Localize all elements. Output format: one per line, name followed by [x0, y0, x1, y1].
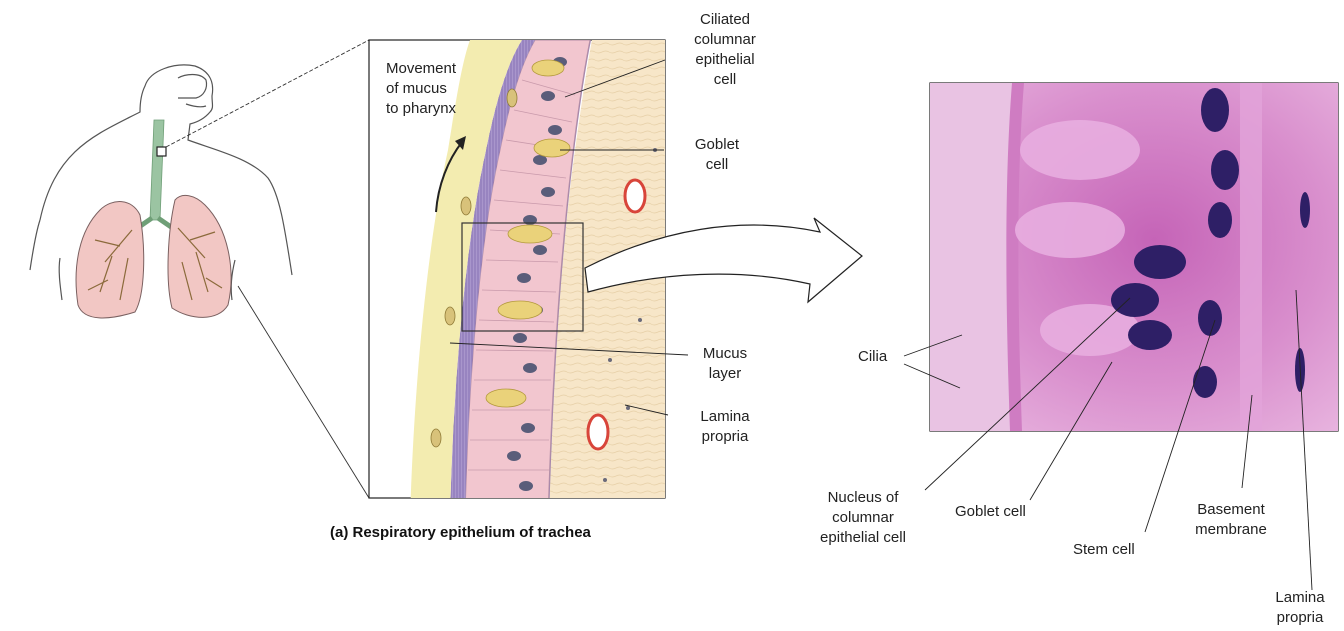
- nucleus-of-columnar-cell-label: Nucleus of columnar epithelial cell: [798, 488, 928, 548]
- stem-cell-label: Stem cell: [1073, 540, 1135, 560]
- mucus-layer-label: Mucus layer: [690, 344, 760, 384]
- blood-vessel-lower: [588, 415, 608, 449]
- cilia-label: Cilia: [858, 347, 887, 367]
- lamina-propria-label-a: Lamina propria: [670, 407, 780, 447]
- micro-basement-band: [1240, 83, 1262, 431]
- zoom-line-bottom: [238, 286, 369, 498]
- goblet-cell-label-a: Goblet cell: [672, 135, 762, 175]
- lamina-propria-label-b: Lamina propria: [1260, 588, 1340, 628]
- ciliated-columnar-cell-label: Ciliated columnar epithelial cell: [670, 10, 780, 90]
- right-lung: [168, 195, 231, 317]
- zoom-line-top: [166, 40, 369, 147]
- left-lung: [76, 202, 144, 318]
- blood-vessel-upper: [625, 180, 645, 212]
- basement-membrane-label: Basement membrane: [1176, 500, 1286, 540]
- goblet-cell-label-b: Goblet cell: [955, 502, 1026, 522]
- figure-caption: (a) Respiratory epithelium of trachea: [330, 524, 591, 541]
- micro-cilia-zone: [930, 83, 1012, 431]
- trachea-section-marker: [157, 147, 166, 156]
- movement-of-mucus-label: Movement of mucus to pharynx: [386, 59, 456, 119]
